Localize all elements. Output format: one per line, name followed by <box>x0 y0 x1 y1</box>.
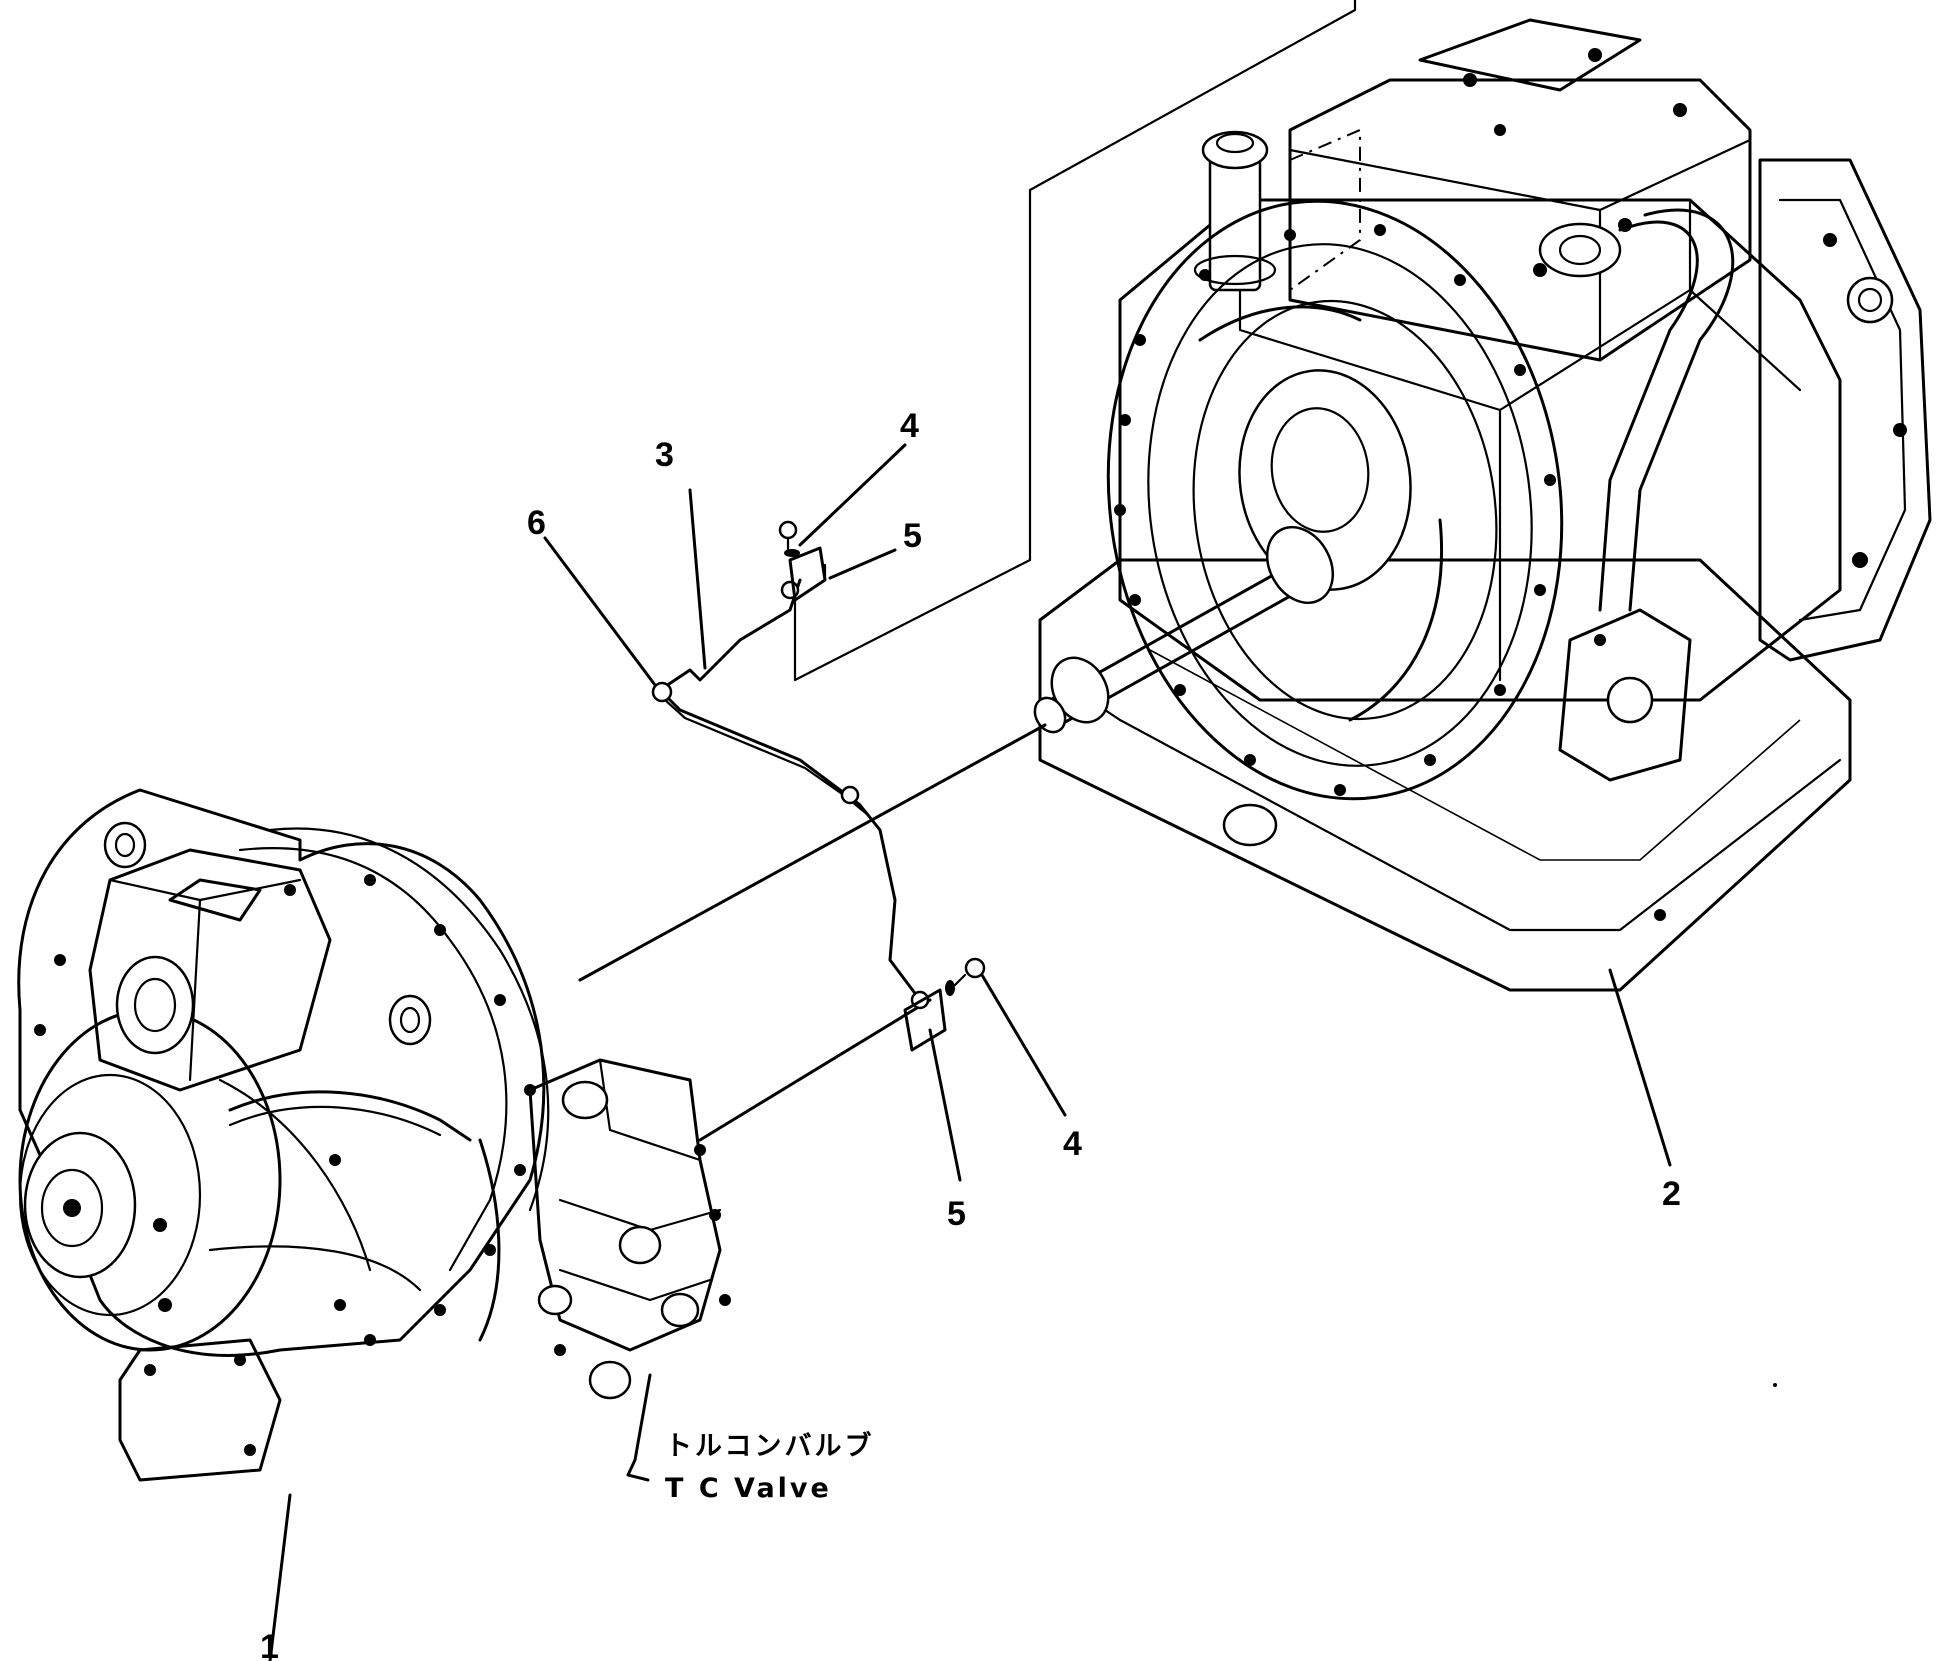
reference-bracket-lines <box>793 0 1357 682</box>
callout-part-1: 1 <box>260 1628 279 1661</box>
callout-part-5-bottom: 5 <box>947 1195 966 1233</box>
alignment-lines <box>578 723 1047 1142</box>
tc-valve-note: トルコンバルブ T C Valve <box>665 1430 874 1504</box>
callout-part-3: 3 <box>655 436 674 474</box>
callout-part-6: 6 <box>527 504 546 542</box>
callout-part-4-top: 4 <box>900 407 919 445</box>
callout-part-4-bottom: 4 <box>1063 1125 1082 1163</box>
oil-pipe-part-3 <box>651 578 930 1010</box>
housing-bolts <box>34 874 536 1346</box>
stray-dot <box>1773 1383 1777 1387</box>
leader-lines <box>268 443 1672 1661</box>
flange-bolts <box>1114 224 1556 796</box>
tc-valve-label-japanese: トルコンバルブ <box>665 1430 874 1462</box>
clip-and-bolt-bottom <box>903 957 986 1052</box>
callout-labels: 3 4 5 6 4 5 2 1 <box>260 407 1681 1661</box>
callout-part-2: 2 <box>1662 1175 1681 1213</box>
tc-valve-label-english: T C Valve <box>665 1473 832 1504</box>
torque-converter-assembly <box>17 788 731 1482</box>
callout-part-5-top: 5 <box>903 517 922 555</box>
transmission-assembly <box>1033 18 1932 992</box>
